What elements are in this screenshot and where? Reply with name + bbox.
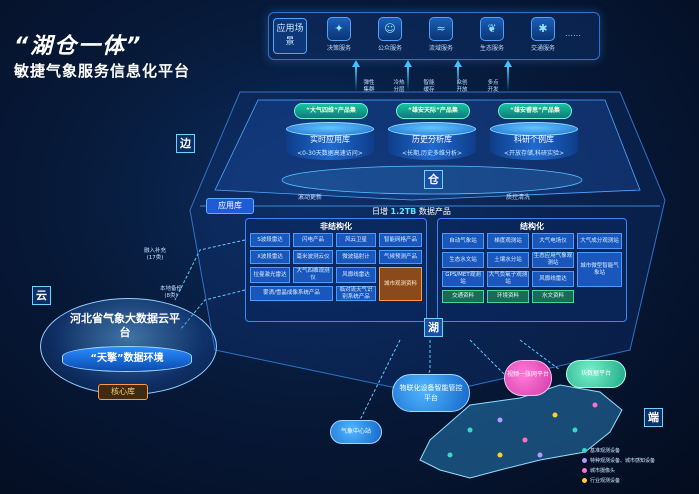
legend-item: 基准观测设备: [582, 446, 694, 456]
cell-fog-imaging: 雾滴/雪晶成像系统产品: [250, 286, 333, 301]
cell-hydro-data: 水文资料: [532, 290, 574, 303]
cell-auto-station: 自动气象站: [442, 233, 484, 249]
scene-item-traffic: ✱交通服务: [521, 17, 565, 52]
tag-hot-cold-tier: 冷热分层: [393, 80, 405, 93]
legend-item: 行业观测设备: [582, 476, 694, 486]
arrow-stem: [355, 67, 357, 91]
legend: 基准观测设备 特种观测设备、城市感知设备 城市摄像头 行业观测设备: [582, 446, 694, 486]
cell-env-data: 环境资料: [487, 290, 529, 303]
flow-quality-clean: 质控清洗: [506, 194, 531, 201]
warehouse-badge: 仓: [424, 170, 443, 189]
flow-rolling-update: 滚动更新: [298, 194, 323, 201]
lake-badge: 湖: [424, 318, 443, 337]
block-data-cloud: 块数据平台: [566, 360, 626, 388]
center-station-cloud: 气象中心站: [330, 420, 382, 444]
db-history: 历史分析库 <长期,历史多维分析>: [388, 122, 476, 166]
main-title: “湖仓一体”: [14, 34, 143, 59]
tag-multi-dev: 多点开发: [487, 80, 499, 93]
cell-fengyun: 风云卫星: [336, 233, 376, 247]
scene-item-decision: ✦决策服务: [317, 17, 361, 52]
decision-icon: ✦: [327, 17, 351, 41]
backup-label: 本地备份(8类): [159, 286, 182, 299]
cell-lightning: 闪电产品: [293, 233, 333, 247]
arrow-up-icon: [504, 60, 512, 67]
cell-x-band-radar: X波段雷达: [250, 250, 290, 264]
cell-smart-grid: 智能网格产品: [379, 233, 422, 247]
app-library-label: 应用库: [206, 198, 254, 214]
cloud-platform-name: 河北省气象大数据云平台: [70, 312, 180, 339]
arrow-up-icon: [454, 60, 462, 67]
cell-raman: 拉曼激光雷达: [250, 267, 290, 283]
cell-s-band-radar: S波段雷达: [250, 233, 290, 247]
product-set-xiongan-ruisi: “雄安睿思”产品集: [498, 103, 572, 119]
cell-eco-app: 生态应用气象观测站: [532, 252, 574, 268]
cell-mm-cloud: 毫米波测云仪: [293, 250, 333, 264]
iot-platform-cloud: 物联化设备智能管控平台: [392, 374, 470, 412]
legend-item: 城市摄像头: [582, 466, 694, 476]
unstructured-title: 非结构化: [320, 222, 352, 231]
video-network-cloud: 视频一张网平台: [504, 360, 552, 396]
daily-increment: 日增 1.2TB 数据产品: [372, 207, 451, 216]
cell-gradient: 梯度观测站: [487, 233, 529, 249]
product-set-atmosphere-4d: “大气四维”产品集: [294, 103, 368, 119]
scene-label: 应用场景: [273, 18, 307, 54]
scene-item-eco: ❦生态服务: [470, 17, 514, 52]
structured-panel: 结构化 自动气象站 梯度观测站 大气电场仪 大气成分观测站 生态水文站 土壤水分…: [437, 218, 627, 322]
cell-wind-profiler: 风廓线雷达: [336, 267, 376, 283]
supplement-label: 融入补充(17类): [143, 248, 166, 261]
cloud-badge: 云: [32, 286, 51, 305]
db-realtime: 实时应用库 <0-30天数据高速访问>: [286, 122, 374, 166]
tianqing-env: “天擎”数据环境: [62, 346, 192, 372]
cell-climate: 气候预测产品: [379, 250, 422, 264]
more-ellipsis: ……: [565, 29, 581, 38]
basin-icon: ≈: [429, 17, 453, 41]
arrow-stem: [407, 67, 409, 91]
cell-city-observe: 城市观测资料: [379, 267, 422, 301]
scene-item-basin: ≈流域服务: [419, 17, 463, 52]
cell-urban-micro: 城市微型智能气象站: [577, 252, 622, 287]
traffic-icon: ✱: [531, 17, 555, 41]
core-library-label: 核心库: [98, 384, 148, 400]
eco-icon: ❦: [480, 17, 504, 41]
arrow-up-icon: [404, 60, 412, 67]
end-badge: 端: [644, 408, 663, 427]
cell-electric-field: 大气电场仪: [532, 233, 574, 249]
product-set-xiongan-skyline: “雄安天际”产品集: [396, 103, 470, 119]
cell-soil-moisture: 土壤水分站: [487, 252, 529, 268]
unstructured-panel: 非结构化 S波段雷达 闪电产品 风云卫星 智能网格产品 X波段雷达 毫米波测云仪…: [245, 218, 427, 322]
arrow-stem: [507, 67, 509, 91]
structured-title: 结构化: [520, 222, 544, 231]
cell-wind-profiler-2: 风廓线雷达: [532, 271, 574, 287]
cell-neg-ion: 大气负氧子观测站: [487, 271, 529, 287]
legend-item: 特种观测设备、城市感知设备: [582, 456, 694, 466]
main-subtitle: 敏捷气象服务信息化平台: [14, 62, 191, 80]
edge-badge: 边: [176, 134, 195, 153]
cell-microwave: 微波辐射计: [336, 250, 376, 264]
arrow-stem: [457, 67, 459, 91]
cell-gps-met: GPS/MET观测站: [442, 271, 484, 287]
arrow-up-icon: [352, 60, 360, 67]
public-icon: ☺: [378, 17, 402, 41]
tag-open-innovation: 众创开放: [456, 80, 468, 93]
tag-smart-cache: 智能缓存: [423, 80, 435, 93]
cell-traffic-data: 交通资料: [442, 290, 484, 303]
scene-item-public: ☺公众服务: [368, 17, 412, 52]
cell-4d-observer: 大气四维观测仪: [293, 267, 333, 283]
cell-composition: 大气成分观测站: [577, 233, 622, 249]
cell-eco-hydro: 生态水文站: [442, 252, 484, 268]
application-scene-bar: 应用场景 ✦决策服务 ☺公众服务 ≈流域服务 ❦生态服务 ✱交通服务 ……: [268, 12, 600, 60]
tag-elastic-cluster: 弹性集群: [363, 80, 375, 93]
db-research: 科研个例库 <开放存储,科研实验>: [490, 122, 578, 166]
cell-convective: 临对流天气识别系统产品: [336, 286, 376, 301]
